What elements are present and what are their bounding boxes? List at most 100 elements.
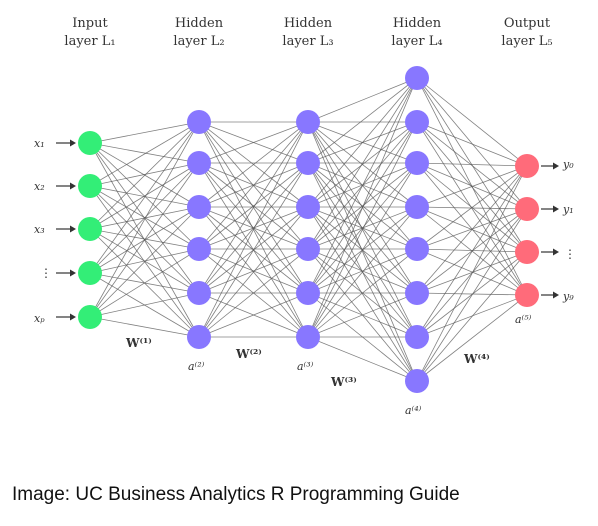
edge-l3-5-to-l4-5 [307,248,418,294]
edge-l1-4-to-l2-4 [89,248,200,274]
edge-l2-5-to-l3-1 [198,121,309,294]
edge-l1-2-to-l2-1 [89,121,200,187]
edge-l3-6-to-l4-5 [307,248,418,338]
input-label-x2: x₂ [34,180,45,193]
edge-l3-2-to-l4-1 [307,77,418,164]
edge-l3-3-to-l4-8 [307,206,418,382]
layer-title-output-line1: Output [504,16,551,31]
edge-l3-3-to-l4-1 [307,77,418,208]
node-hidden4-6 [405,281,429,305]
node-hidden3-4 [296,237,320,261]
layer-title-hidden4-line2: layer L₄ [391,34,442,49]
layer-title-output-line2: layer L₅ [501,34,552,49]
output-label-y0: y₀ [562,158,574,171]
activation-label-a4: a⁽⁴⁾ [405,404,422,417]
edge-l1-5-to-l2-2 [89,162,200,318]
output-label-y1: y₁ [562,203,574,216]
edge-l3-6-to-l4-1 [307,77,418,338]
node-input-3 [78,217,102,241]
activation-label-a5: a⁽⁵⁾ [515,313,532,326]
node-input-5 [78,305,102,329]
node-hidden3-2 [296,151,320,175]
node-hidden3-5 [296,281,320,305]
node-output-1 [515,154,539,178]
edge-l4-8-to-l5-3 [416,251,528,382]
edge-l4-6-to-l5-1 [416,165,528,294]
edge-l2-3-to-l3-1 [198,121,309,208]
output-arrow-1 [541,162,559,170]
edge-l3-6-to-l4-4 [307,206,418,338]
edge-l1-4-to-l2-2 [89,162,200,274]
edge-l1-3-to-l2-1 [89,121,200,230]
layer-title-input-line2: layer L₁ [64,34,115,49]
node-hidden4-7 [405,325,429,349]
edge-l4-3-to-l5-1 [416,162,528,167]
node-hidden4-8 [405,369,429,393]
edge-l4-1-to-l5-2 [416,77,528,210]
layer-title-hidden3-line1: Hidden [284,16,333,31]
edge-l1-3-to-l2-4 [89,228,200,250]
input-arrow-4 [56,269,76,277]
node-hidden2-2 [187,151,211,175]
layer-title-input-line1: Input [72,16,108,31]
layer-title-hidden4-line1: Hidden [393,16,442,31]
edge-l1-1-to-l2-1 [89,121,200,144]
input-label-xp: xₚ [34,312,45,325]
edge-l3-6-to-l4-2 [307,121,418,338]
weight-label-w2: W⁽²⁾ [235,347,262,361]
edge-l4-2-to-l5-1 [416,121,528,167]
input-arrow-3 [56,225,76,233]
node-input-2 [78,174,102,198]
node-hidden2-3 [187,195,211,219]
input-label-x3: x₃ [34,223,45,236]
neural-network-diagram: Input layer L₁ Hidden layer L₂ Hidden la… [34,16,576,417]
node-hidden4-2 [405,110,429,134]
weight-label-w3: W⁽³⁾ [330,375,357,389]
node-hidden2-5 [187,281,211,305]
edge-l2-5-to-l3-4 [198,248,309,294]
output-arrow-2 [541,205,559,213]
edge-l3-3-to-l4-2 [307,121,418,208]
io-arrows [56,139,559,321]
edge-l3-5-to-l4-1 [307,77,418,294]
node-input-4 [78,261,102,285]
edge-l4-8-to-l5-2 [416,208,528,382]
edge-l3-4-to-l4-3 [307,162,418,250]
node-input-1 [78,131,102,155]
input-arrow-2 [56,182,76,190]
edge-l1-3-to-l2-2 [89,162,200,230]
input-arrow-5 [56,313,76,321]
edge-l1-5-to-l2-5 [89,292,200,318]
node-hidden3-6 [296,325,320,349]
layer-title-hidden2-line1: Hidden [175,16,224,31]
output-label-dots: ⋮ [564,247,576,261]
edge-l1-5-to-l2-1 [89,121,200,318]
input-label-dots: ⋮ [40,266,52,280]
edge-l4-5-to-l5-1 [416,165,528,250]
edge-l1-4-to-l2-1 [89,121,200,274]
node-hidden2-6 [187,325,211,349]
activation-label-a3: a⁽³⁾ [297,360,314,373]
node-hidden3-3 [296,195,320,219]
edge-l2-5-to-l3-2 [198,162,309,294]
weight-label-w1: W⁽¹⁾ [125,336,152,350]
edge-l3-6-to-l4-3 [307,162,418,338]
edge-l2-6-to-l3-5 [198,292,309,338]
neuron-nodes [78,66,539,393]
node-output-3 [515,240,539,264]
edge-l4-4-to-l5-1 [416,165,528,208]
edge-l4-3-to-l5-2 [416,162,528,210]
node-output-4 [515,283,539,307]
edge-l4-8-to-l5-4 [416,294,528,382]
connection-edges [89,77,528,382]
edge-l2-6-to-l3-2 [198,162,309,338]
node-output-2 [515,197,539,221]
edge-l1-2-to-l2-3 [89,185,200,208]
edge-l4-7-to-l5-1 [416,165,528,338]
node-hidden2-1 [187,110,211,134]
edge-l3-6-to-l4-6 [307,292,418,338]
edge-l1-2-to-l2-2 [89,162,200,187]
edge-l4-1-to-l5-1 [416,77,528,167]
output-arrow-4 [541,291,559,299]
edge-l1-5-to-l2-3 [89,206,200,318]
